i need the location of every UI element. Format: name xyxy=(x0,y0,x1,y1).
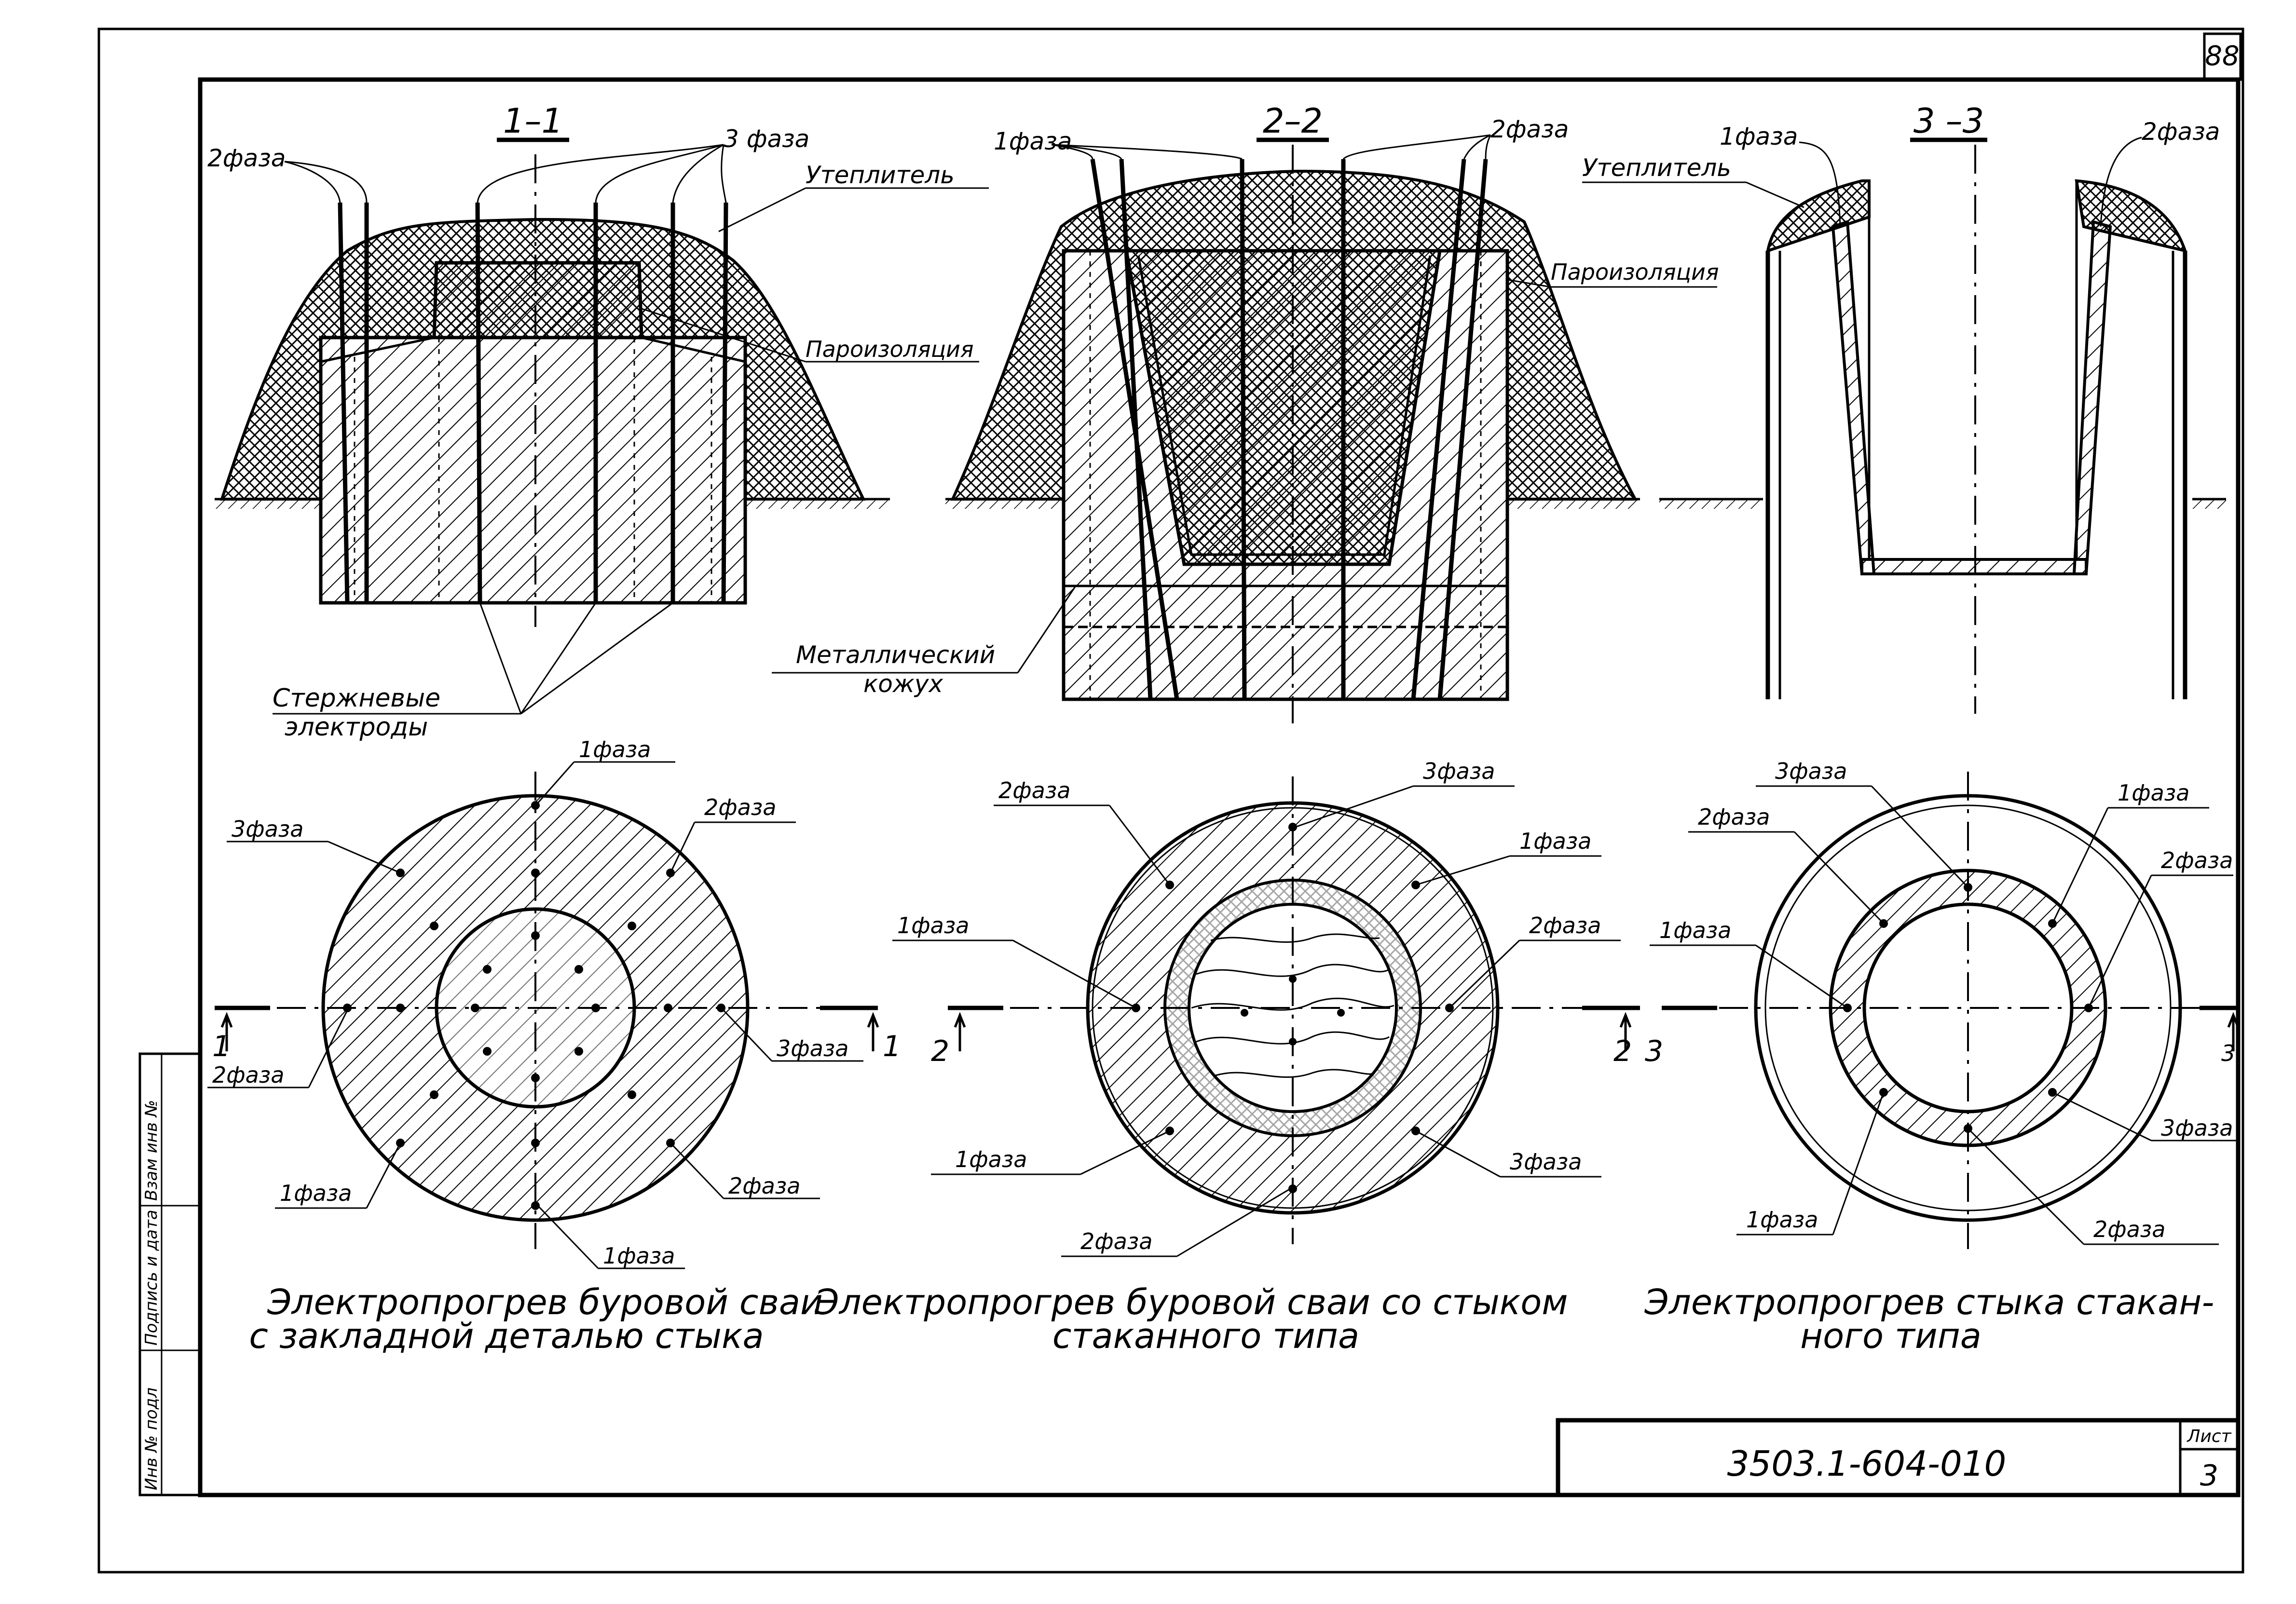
plan-3-label-0: 3фаза xyxy=(1775,758,1847,784)
plan-2-texture xyxy=(1191,933,1394,1078)
side-label-inv: Инв № подл xyxy=(142,1387,161,1490)
plan-1-label-0: 1фаза xyxy=(579,736,651,762)
plan-3-label-2: 2фаза xyxy=(1698,804,1770,830)
s2-label-phase2: 2фаза xyxy=(1490,115,1569,143)
sheet-number-top: 88 xyxy=(2205,41,2239,72)
s3-label-phase1: 1фаза xyxy=(1720,122,1798,150)
side-label-replace: Взам инв № xyxy=(142,1100,161,1201)
plan-2-label-4: 2фаза xyxy=(1529,912,1601,938)
outer-frame xyxy=(97,27,2244,1574)
plan-2-caption-1: Электропрогрев буровой сваи со стыком xyxy=(814,1282,1568,1322)
plan-3-label-1: 1фаза xyxy=(2118,780,2189,806)
s3-label-insulation: Утеплитель xyxy=(1582,154,1731,182)
plan-3-caption-1: Электропрогрев стыка стакан- xyxy=(1644,1282,2214,1322)
plan-2-cut-left: 2 xyxy=(931,1034,949,1068)
plan-3-label-4: 1фаза xyxy=(1659,917,1731,943)
section-2-2: 2–2 1фаза 2фаза Пароизоляция Металлическ… xyxy=(772,101,1719,723)
s2-label-casing-2: кожух xyxy=(863,670,943,698)
side-stamp: Инв № подл Подпись и дата Взам инв № xyxy=(138,1052,202,1496)
section-2-title: 2–2 xyxy=(1263,101,1323,141)
plan-3-cut-left: 3 xyxy=(1645,1034,1663,1068)
section-3-title: 3 –3 xyxy=(1913,101,1984,141)
plan-1-cut-right: 1 xyxy=(883,1030,901,1063)
plan-1-label-6: 2фаза xyxy=(728,1173,800,1199)
side-label-sign: Подпись и дата xyxy=(142,1210,161,1346)
list-number: 3 xyxy=(2200,1459,2218,1493)
inner-frame xyxy=(198,77,2241,1497)
plan-2-label-5: 1фаза xyxy=(955,1146,1027,1172)
list-label: Лист xyxy=(2186,1427,2231,1446)
s1-label-vapor: Пароизоляция xyxy=(806,336,974,362)
plan-1-label-4: 3фаза xyxy=(777,1035,848,1061)
plan-1-label-2: 3фаза xyxy=(232,816,303,842)
s2-label-casing-1: Металлический xyxy=(796,641,995,669)
plan-2-label-0: 3фаза xyxy=(1423,758,1495,784)
plan-3-label-6: 1фаза xyxy=(1746,1207,1818,1233)
plan-2: 2 2 3фаза 2фаза 1фаза 1фаза 2фаза 1фаза … xyxy=(814,758,1640,1356)
s1-label-electrodes-2: электроды xyxy=(285,713,428,742)
plan-2-caption-2: стаканного типа xyxy=(1052,1316,1359,1356)
plan-1-label-7: 1фаза xyxy=(603,1243,675,1269)
plan-3: 3 3 3фаза 1фаза 2фаза 2фаза 1фаза 3фаза … xyxy=(1644,758,2240,1356)
plan-1-label-3: 2фаза xyxy=(212,1062,284,1088)
plan-3-label-7: 2фаза xyxy=(2093,1216,2165,1242)
s1-label-phase3: 3 фаза xyxy=(724,125,809,153)
plan-1-caption-1: Электропрогрев буровой сваи xyxy=(267,1282,823,1322)
sheet-number-box xyxy=(2203,32,2242,81)
s2-label-vapor: Пароизоляция xyxy=(1551,259,1719,285)
plan-2-label-1: 2фаза xyxy=(998,777,1070,803)
plan-2-label-3: 1фаза xyxy=(897,912,969,938)
plan-2-label-2: 1фаза xyxy=(1519,828,1591,854)
plan-1-label-5: 1фаза xyxy=(280,1180,352,1206)
section-1-1: 1–1 2фаза 3 фаза Утепл xyxy=(207,101,989,742)
section-3-3: 3 –3 1фаза 2фаза Утеплитель xyxy=(1582,101,2226,714)
section-1-title: 1–1 xyxy=(503,101,563,141)
plan-3-label-3: 2фаза xyxy=(2161,847,2233,873)
s1-label-insulation: Утеплитель xyxy=(806,161,955,189)
plan-3-label-5: 3фаза xyxy=(2161,1115,2233,1141)
plan-2-label-7: 2фаза xyxy=(1080,1228,1152,1254)
plan-1-caption-2: с закладной деталью стыка xyxy=(249,1316,764,1356)
s3-label-phase2: 2фаза xyxy=(2142,118,2220,146)
s1-label-electrodes-1: Стержневые xyxy=(273,684,440,713)
s1-label-phase2: 2фаза xyxy=(207,144,286,172)
plan-3-caption-2: ного типа xyxy=(1800,1316,1982,1356)
plan-1: 1 1 1фаза 2фаза 3фаза 2фаза 3фаза 1фаза … xyxy=(207,736,901,1356)
plan-2-cut-right: 2 xyxy=(1613,1034,1632,1068)
s2-label-phase1: 1фаза xyxy=(994,127,1072,155)
title-block: 3503.1-604-010 Лист 3 xyxy=(1556,1418,2241,1497)
drawing-code: 3503.1-604-010 xyxy=(1727,1443,2007,1484)
plan-1-label-1: 2фаза xyxy=(704,794,776,820)
plan-2-label-6: 3фаза xyxy=(1510,1149,1582,1175)
